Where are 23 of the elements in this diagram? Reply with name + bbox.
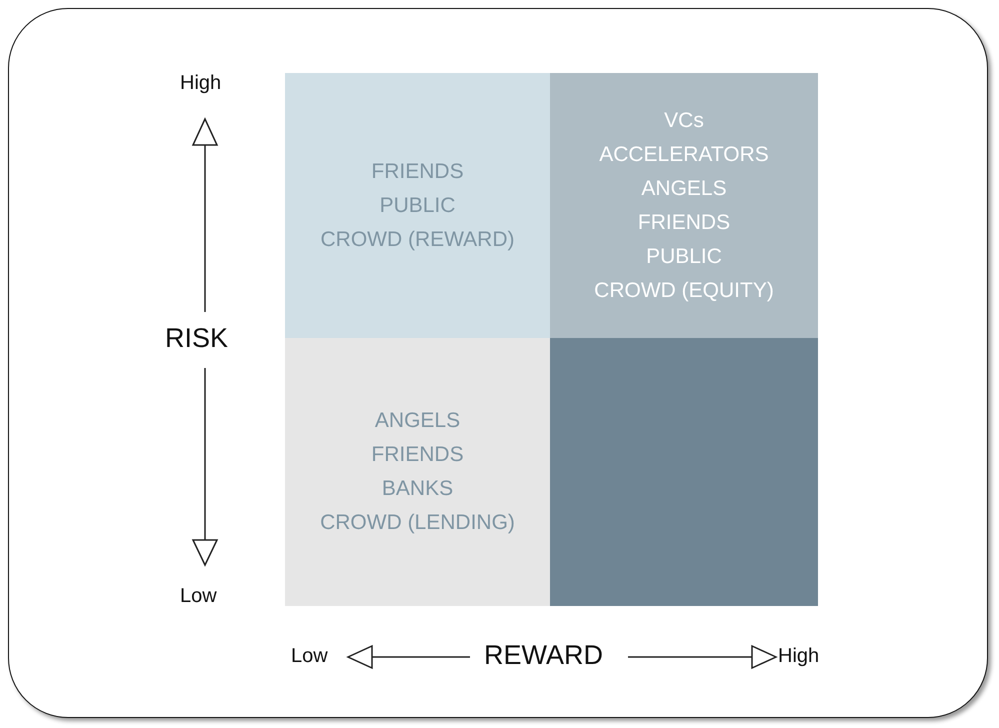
quadrant-entry: PUBLIC <box>646 244 722 270</box>
quadrant-entry: ACCELERATORS <box>599 142 769 168</box>
quadrant-entry: ANGELS <box>374 408 460 434</box>
quadrant-entry: FRIENDS <box>371 158 464 184</box>
quadrant-entry: ANGELS <box>641 176 727 202</box>
matrix-quadrant <box>285 73 550 338</box>
quadrant-entry: BANKS <box>382 476 454 502</box>
axis-end-label: Low <box>180 585 217 608</box>
quadrant-entry: VCs <box>664 108 704 134</box>
axis-end-label: Low <box>291 645 328 668</box>
quadrant-entry: FRIENDS <box>638 210 730 236</box>
axis-end-label: High <box>180 72 222 95</box>
quadrant-entry: CROWD (EQUITY) <box>594 278 774 304</box>
matrix-quadrant <box>285 338 550 606</box>
matrix-quadrant <box>550 338 818 606</box>
quadrant-entry: FRIENDS <box>371 442 464 468</box>
quadrant-entry: CROWD (REWARD) <box>320 226 515 252</box>
quadrant-entry: CROWD (LENDING) <box>320 510 515 536</box>
axis-end-label: High <box>778 645 820 668</box>
matrix-quadrant <box>550 73 818 338</box>
axis-title: RISK <box>165 323 228 354</box>
axis-title: REWARD <box>484 640 603 671</box>
quadrant-entry: PUBLIC <box>380 192 456 218</box>
